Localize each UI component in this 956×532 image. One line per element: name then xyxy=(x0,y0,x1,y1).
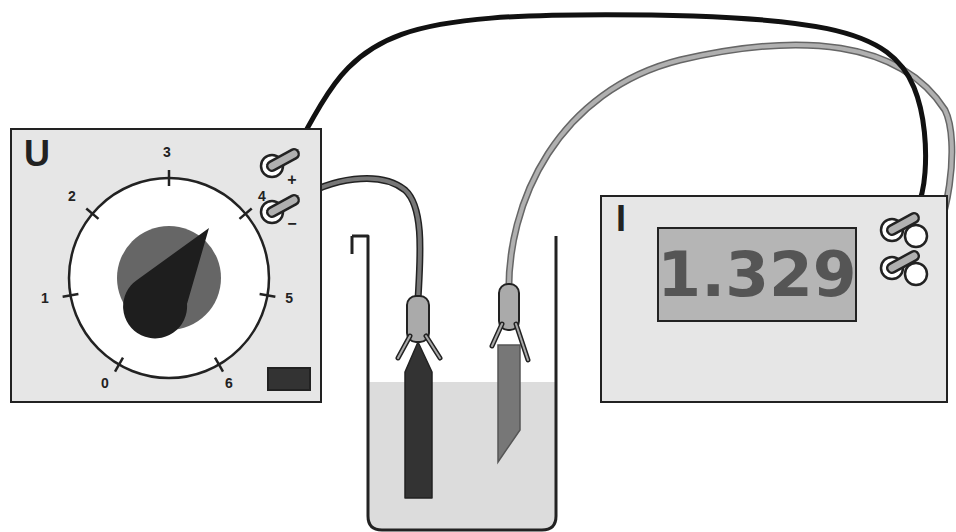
device-letter: U xyxy=(24,136,50,172)
dial-number: 4 xyxy=(258,189,266,203)
terminal-sign: + xyxy=(287,172,296,188)
terminal-sign: − xyxy=(287,216,296,232)
dial-tick xyxy=(239,209,251,219)
display-reading: 1.329 xyxy=(657,243,856,306)
display: 1.329 xyxy=(657,227,857,322)
dial-face xyxy=(69,178,269,378)
beaker xyxy=(352,236,556,530)
dial-tick xyxy=(215,358,223,372)
power-supply: U xyxy=(10,128,322,403)
clip xyxy=(492,284,528,360)
dial-tick xyxy=(86,209,98,219)
ammeter: I 1.329 xyxy=(600,195,948,403)
switch xyxy=(268,368,310,390)
dial-tick xyxy=(260,294,276,297)
dial-number: 3 xyxy=(163,145,171,159)
knob-pointer xyxy=(123,228,209,338)
dial-number: 0 xyxy=(101,376,109,390)
dial xyxy=(12,130,320,401)
dial-tick xyxy=(115,358,123,372)
wire xyxy=(294,15,926,215)
dial-tick xyxy=(63,294,79,297)
device-letter: I xyxy=(616,201,626,237)
dial-number: 1 xyxy=(41,291,49,305)
right-electrode xyxy=(498,345,520,462)
clip xyxy=(398,296,440,358)
dial-number: 5 xyxy=(285,291,293,305)
left-electrode xyxy=(405,342,432,498)
beaker-lip xyxy=(351,236,354,254)
electrolyte xyxy=(368,382,556,530)
dial-tick xyxy=(168,170,171,186)
dial-number: 6 xyxy=(225,376,233,390)
dial-number: 2 xyxy=(68,189,76,203)
